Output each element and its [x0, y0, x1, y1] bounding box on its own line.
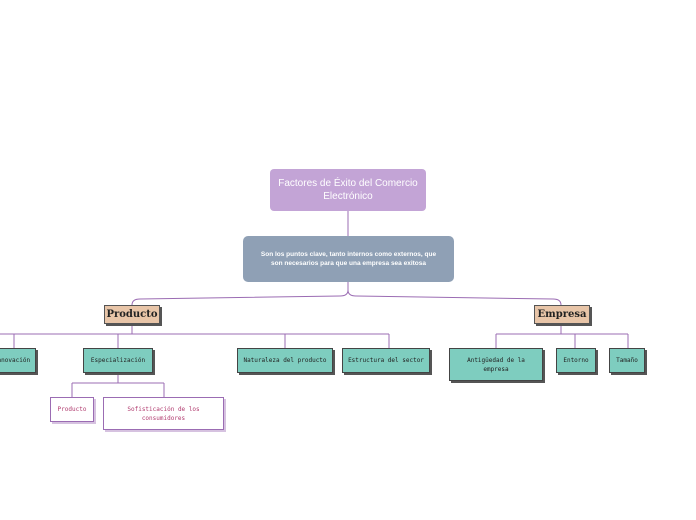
- leaf-tamano[interactable]: Tamaño: [609, 348, 645, 373]
- sub-sofisticacion-consumidores-label: Sofisticación de los consumidores: [127, 405, 200, 422]
- leaf-tamano-label: Tamaño: [616, 357, 638, 364]
- leaf-estructura-sector-label: Estructura del sector: [348, 357, 424, 364]
- root-topic-label: Factores de Éxito del Comercio Electróni…: [278, 178, 418, 202]
- link-producto-bus: [0, 324, 389, 335]
- link-description-producto: [131, 282, 349, 306]
- link-empresa-bus: [496, 324, 628, 335]
- leaf-especializacion[interactable]: Especialización: [83, 348, 153, 373]
- leaf-entorno[interactable]: Entorno: [556, 348, 596, 373]
- leaf-especializacion-label: Especialización: [90, 357, 146, 364]
- category-empresa-label: Empresa: [537, 309, 587, 320]
- category-producto-label: Producto: [106, 309, 158, 320]
- leaf-innovacion-label: Innovación: [0, 357, 31, 364]
- sub-producto[interactable]: Producto: [50, 397, 94, 422]
- leaf-antiguedad-empresa[interactable]: Antigüedad de la empresa: [449, 348, 543, 381]
- leaf-innovacion[interactable]: Innovación: [0, 348, 36, 373]
- leaf-naturaleza-producto[interactable]: Naturaleza del producto: [237, 348, 333, 373]
- category-empresa[interactable]: Empresa: [534, 305, 590, 324]
- link-especializacion-bus: [72, 373, 164, 384]
- sub-sofisticacion-consumidores[interactable]: Sofisticación de los consumidores: [103, 397, 224, 430]
- sub-producto-label: Producto: [57, 406, 87, 413]
- leaf-entorno-label: Entorno: [563, 357, 589, 364]
- description-topic-label: Son los puntos clave, tanto internos com…: [260, 251, 437, 267]
- category-producto[interactable]: Producto: [104, 305, 160, 324]
- description-topic[interactable]: Son los puntos clave, tanto internos com…: [243, 236, 454, 282]
- leaf-naturaleza-producto-label: Naturaleza del producto: [243, 357, 327, 364]
- leaf-antiguedad-empresa-label: Antigüedad de la empresa: [467, 356, 525, 373]
- root-topic[interactable]: Factores de Éxito del Comercio Electróni…: [270, 169, 426, 211]
- link-description-empresa: [347, 289, 562, 306]
- leaf-estructura-sector[interactable]: Estructura del sector: [342, 348, 430, 373]
